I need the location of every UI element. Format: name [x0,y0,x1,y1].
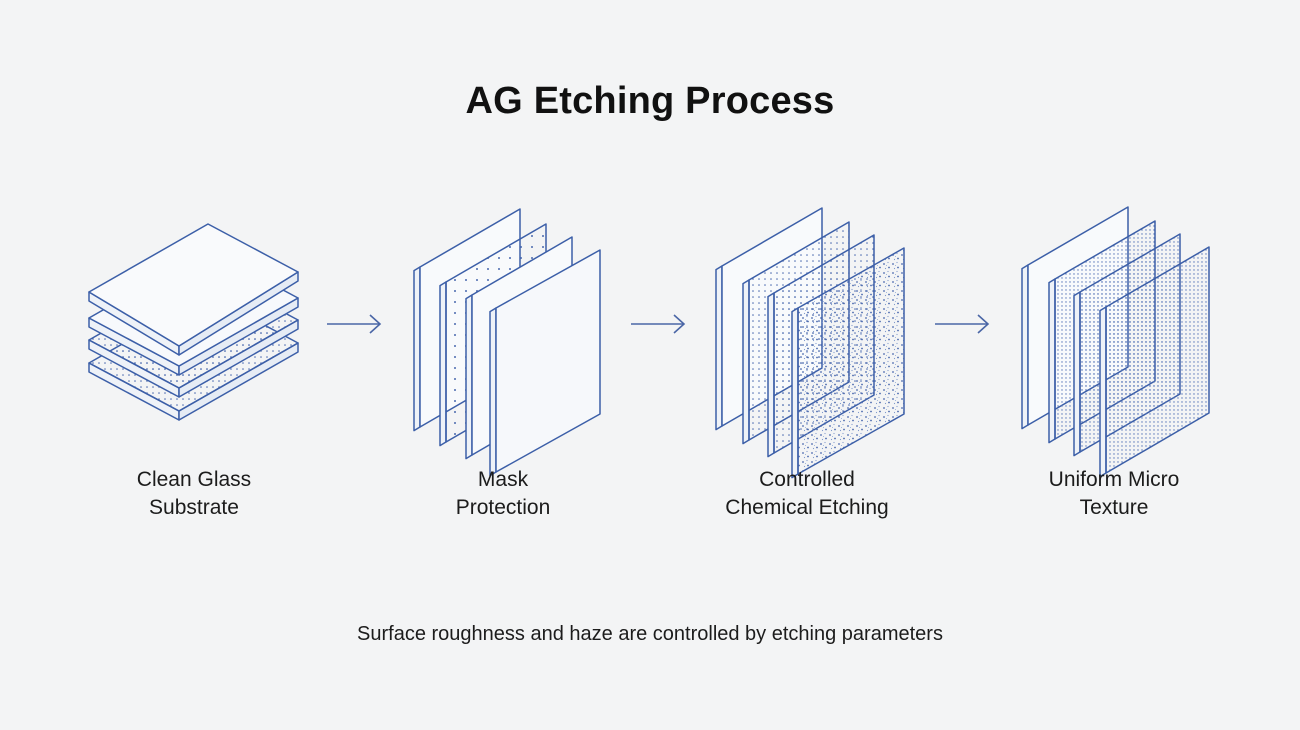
step-label-uniform-micro-texture: Uniform Micro Texture [984,466,1244,522]
arrow-icon [935,314,990,334]
step-label-clean-glass-substrate: Clean Glass Substrate [64,466,324,522]
step-label-line2: Chemical Etching [725,496,889,519]
step-label-line2: Texture [1079,496,1149,519]
arrow-icon [631,314,686,334]
glass-panel [495,249,601,473]
step-label-line2: Substrate [149,496,239,519]
step-label-line1: Mask [477,468,529,491]
arrow-icon [327,314,382,334]
glass-panel [797,247,905,475]
step-label-line1: Clean Glass [136,468,252,491]
step-label-line2: Protection [455,496,551,519]
glass-sheet [88,223,299,347]
etched-glass-panels-icon [715,207,905,479]
step-label-mask-protection: Mask Protection [373,466,633,522]
stacked-glass-sheets-icon [88,223,299,421]
textured-glass-panels-icon [1021,206,1210,478]
footnote: Surface roughness and haze are controlle… [357,623,943,645]
diagram-title: AG Etching Process [465,80,835,122]
step-label-controlled-chemical-etching: Controlled Chemical Etching [677,466,937,522]
step-label-line1: Controlled [759,468,855,491]
step-label-line1: Uniform Micro [1048,468,1180,491]
masked-glass-panels-icon [413,208,601,477]
glass-panel [1105,246,1210,474]
